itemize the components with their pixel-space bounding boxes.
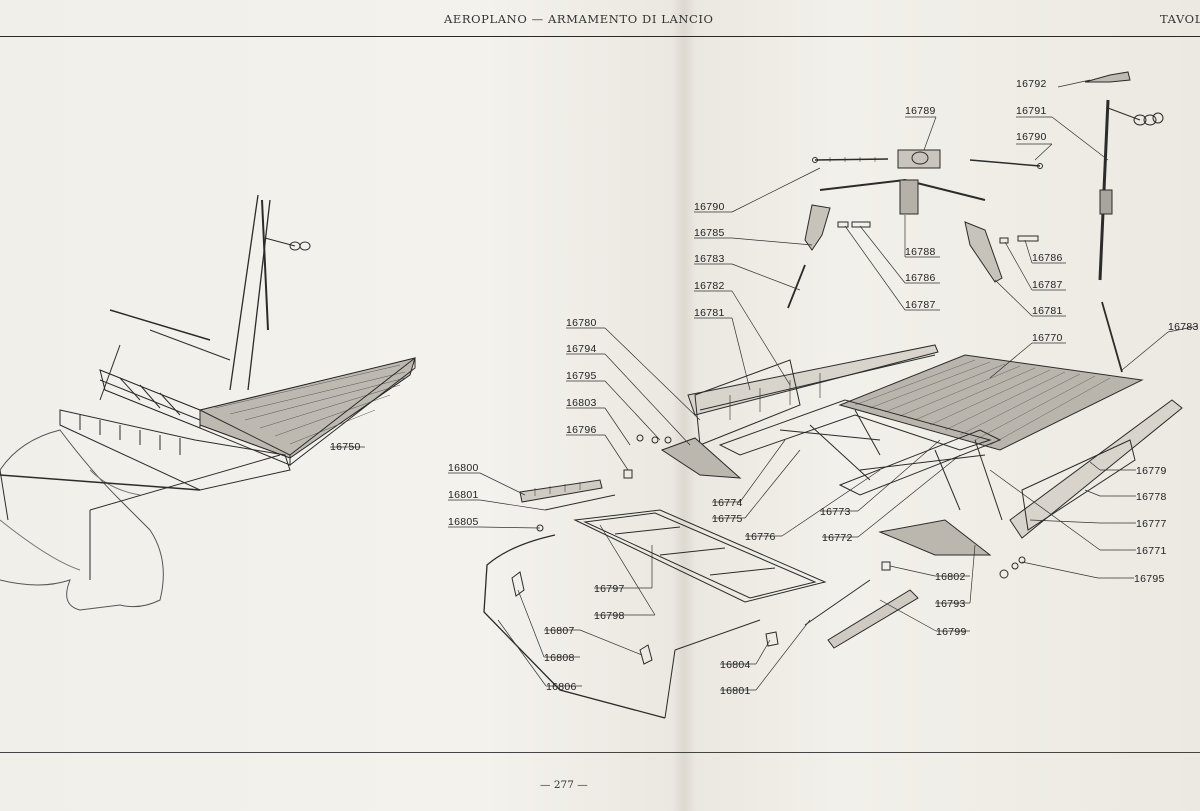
part-label-16790: 16790 xyxy=(694,201,725,213)
part-label-16803: 16803 xyxy=(566,397,597,409)
assembled-launch-frame-drawing xyxy=(0,194,416,611)
part-label-16806: 16806 xyxy=(546,681,577,693)
page-title: AEROPLANO — ARMAMENTO DI LANCIO xyxy=(444,12,714,26)
part-label-16794: 16794 xyxy=(566,343,597,355)
part-number-labels: 16750 16792 16789 16791 16790 16790 1678… xyxy=(330,78,1199,697)
leader-lines xyxy=(330,79,1199,691)
release-linkage-drawing xyxy=(787,71,1164,373)
part-label-16770: 16770 xyxy=(1032,332,1063,344)
part-label-16782: 16782 xyxy=(694,280,725,292)
part-label-16801: 16801 xyxy=(448,489,479,501)
part-label-16802: 16802 xyxy=(935,571,966,583)
part-label-16777: 16777 xyxy=(1136,518,1167,530)
part-label-16789: 16789 xyxy=(905,105,936,117)
part-label-16804: 16804 xyxy=(720,659,751,671)
page-number: — 277 — xyxy=(540,779,588,791)
part-label-16807: 16807 xyxy=(544,625,575,637)
part-label-16771: 16771 xyxy=(1136,545,1167,557)
part-label-16781: 16781 xyxy=(694,307,725,319)
part-label-16787: 16787 xyxy=(905,299,936,311)
part-label-16774: 16774 xyxy=(712,497,743,509)
part-label-16797: 16797 xyxy=(594,583,625,595)
part-label-16795: 16795 xyxy=(1134,573,1165,585)
header-rule xyxy=(0,36,1200,37)
part-label-16798: 16798 xyxy=(594,610,625,622)
part-label-16781: 16781 xyxy=(1032,305,1063,317)
part-label-16783: 16783 xyxy=(694,253,725,265)
part-label-16780: 16780 xyxy=(566,317,597,329)
part-label-16788: 16788 xyxy=(905,246,936,258)
part-label-16787: 16787 xyxy=(1032,279,1063,291)
part-label-16795: 16795 xyxy=(566,370,597,382)
part-label-16808: 16808 xyxy=(544,652,575,664)
part-label-16805: 16805 xyxy=(448,516,479,528)
part-label-16793: 16793 xyxy=(935,598,966,610)
part-label-16775: 16775 xyxy=(712,513,743,525)
part-label-16796: 16796 xyxy=(566,424,597,436)
part-label-16800: 16800 xyxy=(448,462,479,474)
part-label-16772: 16772 xyxy=(822,532,853,544)
part-label-16785: 16785 xyxy=(694,227,725,239)
part-label-16750: 16750 xyxy=(330,441,361,453)
part-label-16786: 16786 xyxy=(905,272,936,284)
part-label-16778: 16778 xyxy=(1136,491,1167,503)
plate-label: TAVOLA xyxy=(1160,12,1200,26)
part-label-16801: 16801 xyxy=(720,685,751,697)
part-label-16776: 16776 xyxy=(745,531,776,543)
main-frame-drawing xyxy=(483,344,1183,719)
footer-rule xyxy=(0,752,1200,753)
part-label-16792: 16792 xyxy=(1016,78,1047,90)
part-label-16791: 16791 xyxy=(1016,105,1047,117)
part-label-16799: 16799 xyxy=(936,626,967,638)
part-label-16786: 16786 xyxy=(1032,252,1063,264)
part-label-16790: 16790 xyxy=(1016,131,1047,143)
part-label-16779: 16779 xyxy=(1136,465,1167,477)
part-label-16783: 16783 xyxy=(1168,321,1199,333)
part-label-16773: 16773 xyxy=(820,506,851,518)
